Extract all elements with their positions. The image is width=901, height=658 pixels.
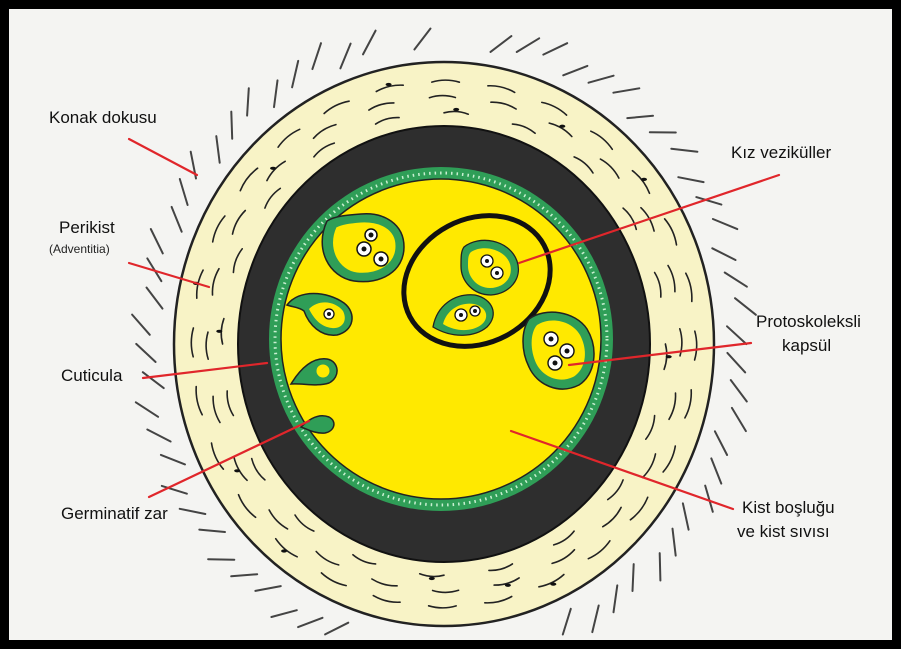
hatch-mark [132,315,150,335]
label-protoskoleksli: Protoskoleksli [756,311,861,333]
hatch-mark [255,586,280,591]
hatch-mark [563,609,571,635]
hatch-mark [678,177,703,182]
nucleus-dot [666,355,672,358]
hatch-mark [172,207,182,232]
hatch-mark [325,623,348,635]
hatch-mark [292,61,298,87]
hatch-mark [732,408,746,431]
hatch-mark [180,509,206,514]
nucleus-dot [505,584,511,587]
brood-capsule-top-left [322,214,404,282]
hatch-mark [725,273,747,287]
nucleus-dot [559,125,565,128]
hatch-mark [247,88,249,115]
hatch-mark [713,219,737,229]
hatch-mark [731,380,747,401]
hatch-mark [660,553,661,580]
hatch-mark [231,574,257,576]
hatch-mark [592,606,598,633]
label-perikist: Perikist [59,217,115,239]
hatch-mark [491,36,512,52]
hatch-mark [613,88,639,92]
hatch-mark [136,402,158,417]
hatch-mark [715,431,727,455]
hatch-mark [136,344,155,362]
pointer-konak [129,139,197,175]
hatch-mark [340,44,350,69]
hatch-mark [161,455,185,465]
hatch-mark [414,29,430,50]
label-kist-boslugu: Kist boşluğu [742,497,835,519]
hatch-mark [143,372,164,388]
hatch-mark [274,80,278,107]
hatch-mark [671,149,697,152]
hatch-mark [633,564,634,591]
hatch-mark [208,559,234,560]
hatch-mark [563,66,587,75]
label-kiz-vezikuller: Kız veziküller [731,142,831,164]
hatch-mark [683,503,689,529]
nucleus-dot [216,330,222,333]
hatch-mark [673,529,676,556]
label-konak-dokusu: Konak dokusu [49,107,157,129]
nucleus-dot [641,178,647,181]
label-cuticula: Cuticula [61,365,122,387]
hatch-mark [298,618,322,627]
label-kapsul: kapsül [782,335,831,357]
label-germinatif-zar: Germinatif zar [61,503,168,525]
nucleus-dot [550,583,556,586]
hatch-mark [517,38,540,52]
nucleus-dot [281,549,287,552]
hatch-mark [543,43,567,54]
hatch-mark [271,610,296,617]
nucleus-dot [234,469,240,472]
nucleus-dot [453,108,459,111]
hatch-mark [199,530,225,532]
hatch-mark [312,43,321,69]
hatch-mark [712,248,735,260]
label-adventitia: (Adventitia) [49,242,110,256]
nucleus-dot [386,83,392,86]
hatch-mark [151,229,163,253]
hatch-mark [216,136,219,163]
nucleus-dot [270,167,276,170]
hatch-mark [147,288,163,309]
hatch-mark [147,430,170,442]
hatch-mark [231,112,232,139]
hatch-mark [180,179,188,205]
hatch-mark [589,76,614,83]
hatch-mark [727,326,746,344]
hatch-mark [614,585,618,612]
hatch-mark [627,116,653,118]
hatch-mark [363,31,376,55]
hatch-mark [727,353,745,373]
nucleus-dot [429,577,435,580]
label-kist-sivisi: ve kist sıvısı [737,521,830,543]
hatch-mark [735,298,756,315]
hatch-mark [711,458,721,483]
